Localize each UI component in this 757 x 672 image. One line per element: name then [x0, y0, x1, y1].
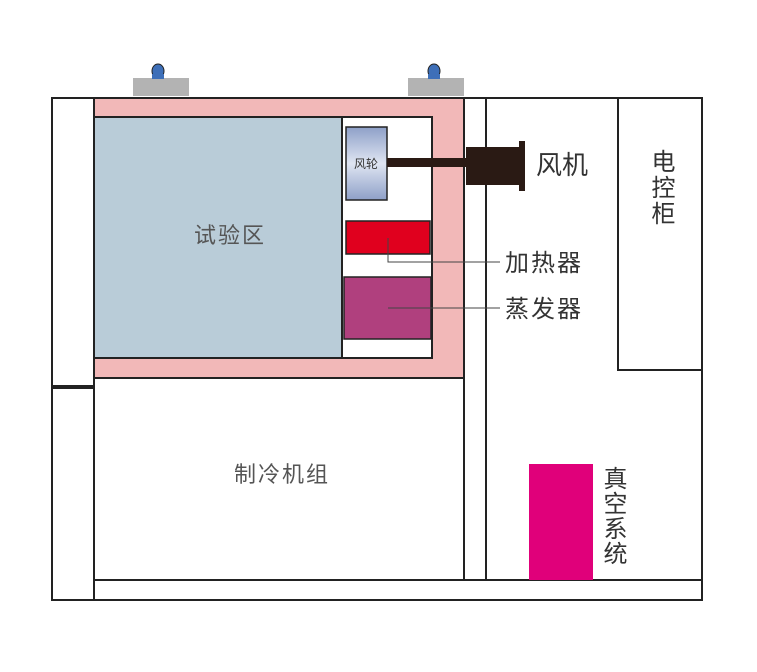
fan-wheel-label: 风轮: [354, 157, 378, 171]
heater-leader-line: [387, 238, 500, 263]
fan-wheel: [345, 126, 388, 201]
fan-motor-label: 风机: [536, 151, 588, 181]
evaporator-label: 蒸发器: [505, 295, 583, 323]
base-plate: [93, 579, 703, 601]
vacuum-system: [529, 464, 593, 580]
refrigeration-compartment: [93, 377, 465, 581]
test-zone-label: 试验区: [194, 224, 266, 249]
refrigeration-unit-label: 制冷机组: [234, 463, 330, 488]
door-lower: [51, 387, 95, 601]
heater-label: 加热器: [505, 249, 583, 277]
fan-motor-flange: [519, 141, 525, 191]
left-lamp: [133, 63, 189, 96]
vacuum-system-label: 真空系统: [599, 466, 627, 566]
control-cabinet-label: 电控柜: [647, 149, 675, 227]
fan-motor: [466, 147, 520, 185]
divider-column: [463, 97, 487, 581]
right-lamp: [408, 63, 464, 96]
fan-shaft: [387, 158, 469, 167]
control-cabinet: [617, 97, 703, 371]
door-upper: [51, 97, 95, 387]
test-zone: [93, 116, 343, 359]
